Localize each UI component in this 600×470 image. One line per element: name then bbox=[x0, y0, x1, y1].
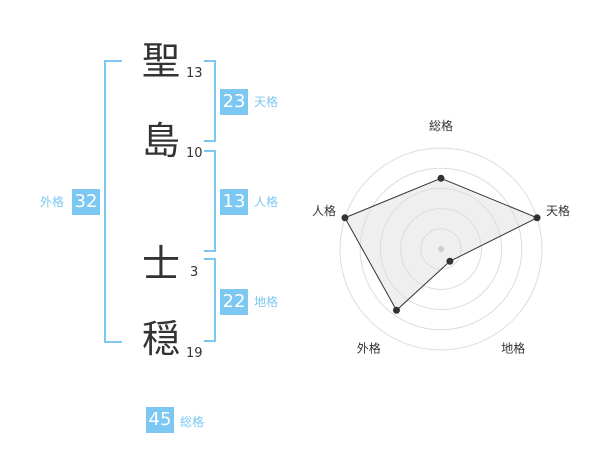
radar-axis-label-4: 人格 bbox=[312, 203, 336, 218]
radar-point-1 bbox=[533, 214, 541, 222]
radar-ring bbox=[400, 208, 482, 290]
radar-axis-label-2: 地格 bbox=[501, 341, 525, 356]
radar-axis-label-1: 天格 bbox=[546, 203, 570, 218]
name-char-4: 穏 bbox=[142, 317, 181, 361]
tenkaku-value: 23 bbox=[220, 89, 248, 115]
radar-point-0 bbox=[437, 174, 445, 182]
name-char-3: 士 bbox=[142, 242, 181, 286]
gaikaku-bracket bbox=[104, 60, 122, 343]
name-char-1: 聖 bbox=[142, 39, 181, 83]
stroke-count-3: 3 bbox=[190, 265, 199, 280]
chikaku-bracket bbox=[204, 258, 216, 342]
radar-axis-label-3: 外格 bbox=[357, 341, 381, 356]
jinkaku-value: 13 bbox=[220, 189, 248, 215]
radar-point-4 bbox=[341, 214, 349, 222]
stroke-count-4: 19 bbox=[186, 346, 203, 361]
radar-polygon bbox=[344, 177, 539, 312]
tenkaku-bracket bbox=[204, 60, 216, 142]
tenkaku-label: 天格 bbox=[254, 95, 279, 109]
chikaku-label: 地格 bbox=[254, 295, 279, 309]
name-char-2: 島 bbox=[142, 119, 181, 163]
gaikaku-label: 外格 bbox=[40, 195, 65, 209]
jinkaku-label: 人格 bbox=[254, 195, 279, 209]
chikaku-value: 22 bbox=[220, 289, 248, 315]
soukaku-label: 総格 bbox=[180, 415, 205, 429]
radar-ring bbox=[379, 187, 503, 311]
stroke-count-2: 10 bbox=[186, 146, 203, 161]
gaikaku-value: 32 bbox=[72, 189, 100, 215]
radar-axis-label-0: 総格 bbox=[429, 118, 453, 133]
radar-center-dot bbox=[438, 246, 444, 252]
soukaku-value: 45 bbox=[146, 407, 174, 433]
jinkaku-bracket bbox=[204, 150, 216, 252]
radar-point-2 bbox=[446, 257, 454, 265]
radar-ring bbox=[359, 167, 523, 331]
stroke-count-1: 13 bbox=[186, 66, 203, 81]
radar-point-3 bbox=[392, 306, 400, 314]
